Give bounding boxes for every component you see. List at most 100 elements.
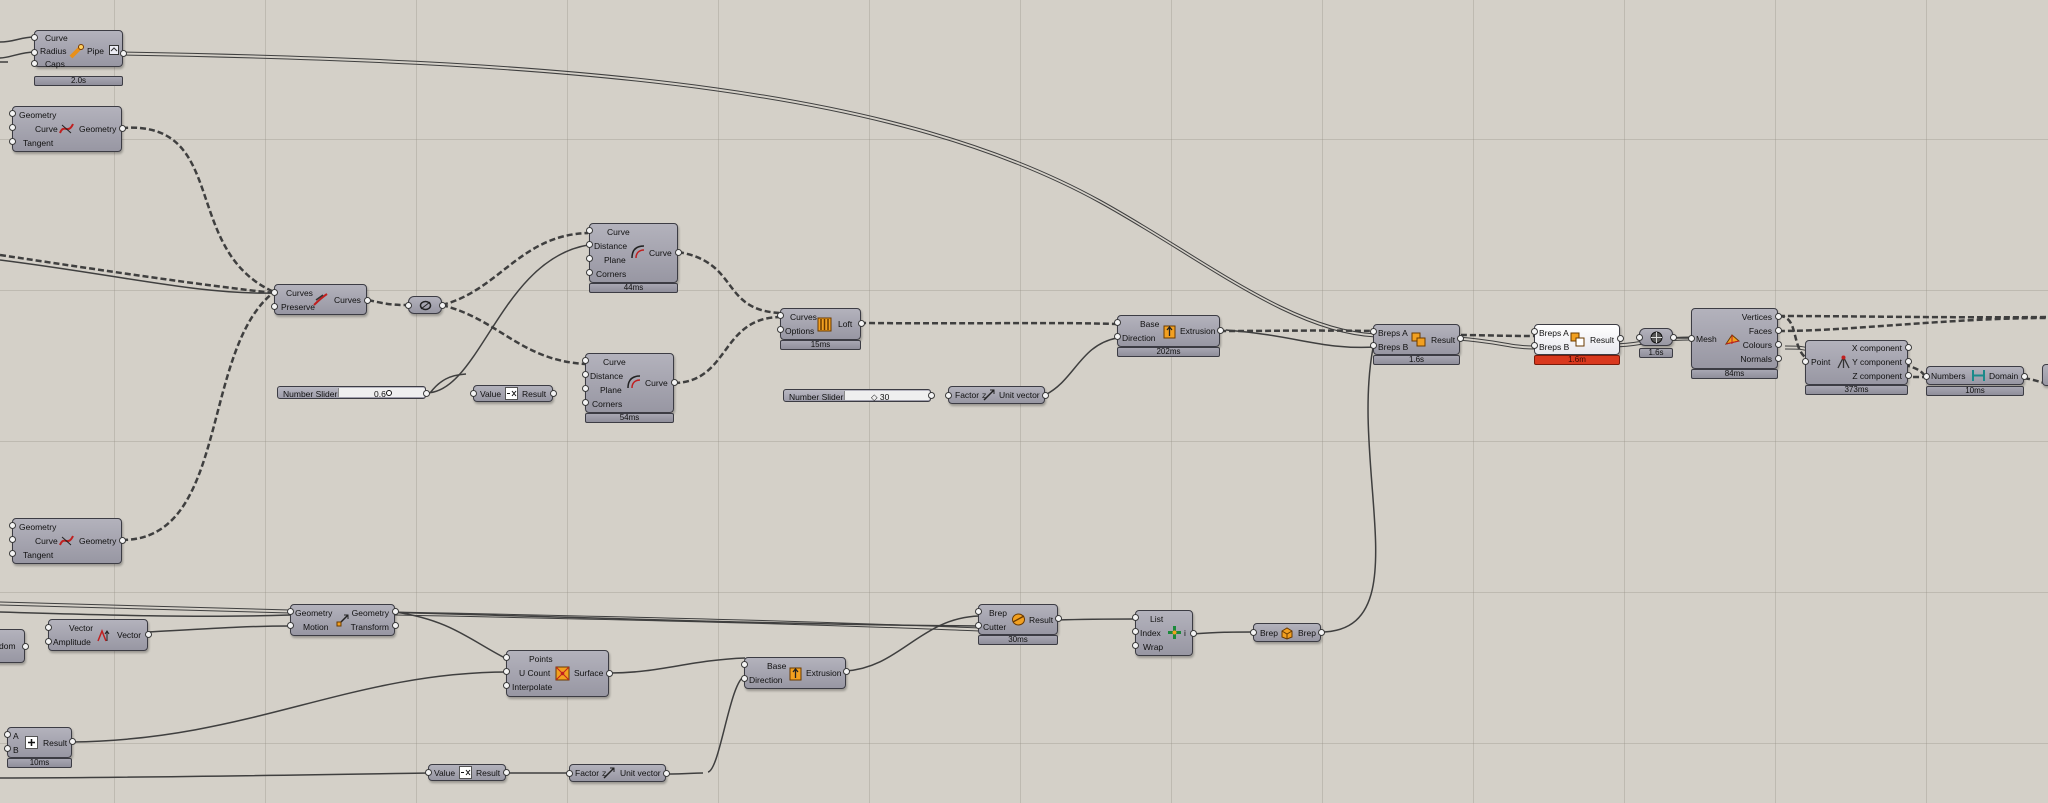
unit-vector-bottom[interactable]: Factor z Unit vector (569, 764, 666, 782)
connection-grip[interactable] (581, 370, 589, 378)
connection-grip[interactable] (1530, 341, 1538, 349)
connection-grip[interactable] (740, 660, 748, 668)
connection-grip[interactable] (1216, 326, 1224, 334)
connection-grip[interactable] (1113, 318, 1121, 326)
extrude-component-top[interactable]: Base Direction Extrusion (1117, 315, 1220, 347)
number-slider-distance[interactable]: Number Slider 0.6 (277, 386, 426, 399)
connection-grip[interactable] (1774, 312, 1782, 320)
connection-grip[interactable] (502, 653, 510, 661)
connection-grip[interactable] (8, 535, 16, 543)
connection-grip[interactable] (1131, 641, 1139, 649)
connection-grip[interactable] (8, 521, 16, 529)
connection-grip[interactable] (2020, 372, 2028, 380)
connection-grip[interactable] (1189, 629, 1197, 637)
number-slider-height[interactable]: Number Slider ◇ 30 (783, 389, 931, 402)
connection-grip[interactable] (549, 389, 557, 397)
extrude-component-bottom[interactable]: Base Direction Extrusion (744, 657, 846, 689)
connection-grip[interactable] (424, 768, 432, 776)
connection-grip[interactable] (662, 769, 670, 777)
connection-grip[interactable] (8, 137, 16, 145)
connection-grip[interactable] (1801, 357, 1809, 365)
connection-grip[interactable] (286, 621, 294, 629)
join-curves-component[interactable]: Curves Preserve Curves (274, 284, 367, 315)
connection-grip[interactable] (1616, 334, 1624, 342)
split-brep-component[interactable]: Brep Cutter Result (978, 604, 1058, 635)
slider-track[interactable] (844, 391, 930, 400)
connection-grip[interactable] (1922, 372, 1930, 380)
mesh-brep-component[interactable] (1639, 328, 1673, 346)
connection-grip[interactable] (391, 607, 399, 615)
offset-curve-top[interactable]: Curve Distance Plane Corners Curve (589, 223, 678, 283)
connection-grip[interactable] (927, 391, 935, 399)
offscreen-component-right[interactable] (2042, 364, 2048, 386)
negative-component-2[interactable]: Value Result (428, 764, 506, 781)
connection-grip[interactable] (438, 301, 446, 309)
connection-grip[interactable] (286, 607, 294, 615)
bounds-component[interactable]: Numbers Domain (1926, 366, 2024, 385)
connection-grip[interactable] (502, 667, 510, 675)
connection-grip[interactable] (68, 737, 76, 745)
connection-grip[interactable] (1904, 343, 1912, 351)
connection-grip[interactable] (1249, 628, 1257, 636)
connection-grip[interactable] (44, 623, 52, 631)
connection-grip[interactable] (581, 384, 589, 392)
connection-grip[interactable] (585, 240, 593, 248)
connection-grip[interactable] (363, 296, 371, 304)
connection-grip[interactable] (974, 607, 982, 615)
connection-grip[interactable] (30, 59, 38, 67)
loft-component[interactable]: Curves Options Loft (780, 308, 861, 340)
connection-grip[interactable] (674, 248, 682, 256)
connection-grip[interactable] (144, 630, 152, 638)
unit-vector-top[interactable]: Factor z Unit vector (948, 386, 1045, 404)
connection-grip[interactable] (1113, 332, 1121, 340)
connection-grip[interactable] (581, 356, 589, 364)
connection-grip[interactable] (270, 288, 278, 296)
connection-grip[interactable] (1687, 334, 1695, 342)
surface-from-points-component[interactable]: Points U Count Interpolate Surface (506, 650, 609, 697)
offset-curve-bottom[interactable]: Curve Distance Plane Corners Curve (585, 353, 674, 413)
random-component-partial[interactable]: dom (0, 629, 25, 663)
solid-union-component[interactable]: Breps A Breps B Result (1373, 324, 1460, 355)
connection-grip[interactable] (1369, 341, 1377, 349)
deconstruct-point-component[interactable]: Point X component Y component Z componen… (1805, 340, 1908, 385)
connection-grip[interactable] (8, 549, 16, 557)
connection-grip[interactable] (1774, 326, 1782, 334)
move-component[interactable]: Geometry Motion Geometry Transform (290, 604, 395, 636)
connection-grip[interactable] (8, 123, 16, 131)
preview-toggle-icon[interactable] (109, 45, 119, 55)
slider-knob[interactable] (386, 390, 392, 396)
connection-grip[interactable] (3, 744, 11, 752)
connection-grip[interactable] (1530, 327, 1538, 335)
connection-grip[interactable] (404, 301, 412, 309)
connection-grip[interactable] (118, 536, 126, 544)
connection-grip[interactable] (1904, 357, 1912, 365)
curve-geometry-top[interactable]: Geometry Curve Tangent Geometry (12, 106, 122, 152)
connection-grip[interactable] (842, 667, 850, 675)
connection-grip[interactable] (1669, 333, 1677, 341)
amplitude-component[interactable]: Vector Amplitude Vector (48, 619, 148, 651)
connection-grip[interactable] (1904, 371, 1912, 379)
connection-grip[interactable] (119, 49, 127, 57)
connection-grip[interactable] (30, 48, 38, 56)
connection-grip[interactable] (1774, 354, 1782, 362)
connection-grip[interactable] (1131, 627, 1139, 635)
connection-grip[interactable] (1456, 334, 1464, 342)
brep-parameter[interactable]: Brep Brep (1253, 623, 1321, 642)
connection-grip[interactable] (585, 268, 593, 276)
deconstruct-mesh-component[interactable]: Mesh Vertices Faces Colours Normals (1691, 308, 1778, 369)
connection-grip[interactable] (776, 311, 784, 319)
connection-grip[interactable] (3, 730, 11, 738)
connection-grip[interactable] (1041, 391, 1049, 399)
slider-track[interactable] (338, 388, 425, 397)
connection-grip[interactable] (118, 124, 126, 132)
connection-grip[interactable] (776, 325, 784, 333)
connection-grip[interactable] (1131, 613, 1139, 621)
connection-grip[interactable] (1054, 614, 1062, 622)
connection-grip[interactable] (1369, 327, 1377, 335)
connection-grip[interactable] (8, 109, 16, 117)
solid-difference-component[interactable]: Breps A Breps B Result (1534, 324, 1620, 355)
connection-grip[interactable] (1774, 340, 1782, 348)
connection-grip[interactable] (422, 389, 430, 397)
curve-parameter[interactable] (408, 296, 442, 314)
connection-grip[interactable] (270, 302, 278, 310)
